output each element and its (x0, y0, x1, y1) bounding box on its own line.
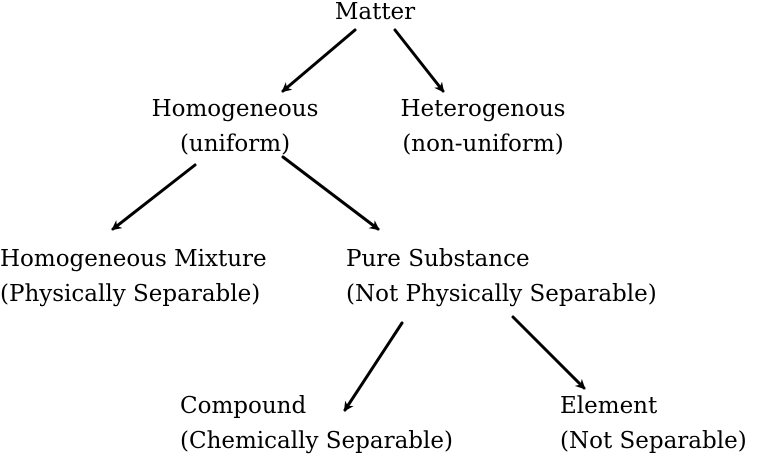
node-heterogeneous-title: Heterogenous (400, 96, 566, 122)
node-homogeneous-mixture-title: Homogeneous Mixture (0, 246, 267, 272)
node-pure-substance-title: Pure Substance (346, 246, 530, 272)
node-compound-title: Compound (180, 393, 307, 419)
arrow-pure-substance-to-compound (343, 321, 404, 412)
node-pure-substance: Pure Substance (Not Physically Separable… (346, 242, 706, 312)
node-element-subtitle: (Not Separable) (560, 428, 747, 454)
arrow-homogeneous-to-pure-substance (281, 155, 380, 231)
node-element-title: Element (560, 393, 658, 419)
node-heterogeneous-subtitle: (non-uniform) (402, 131, 564, 157)
node-pure-substance-subtitle: (Not Physically Separable) (346, 281, 657, 307)
node-homogeneous-subtitle: (uniform) (179, 131, 291, 157)
node-homogeneous-mixture: Homogeneous Mixture (Physically Separabl… (0, 242, 300, 312)
node-homogeneous-title: Homogeneous (151, 96, 319, 122)
arrow-homogeneous-to-homogeneous-mixture (111, 163, 197, 231)
node-element: Element (Not Separable) (560, 389, 760, 459)
node-heterogeneous: Heterogenous (non-uniform) (386, 92, 580, 162)
arrow-pure-substance-to-element (511, 315, 586, 390)
node-matter-title: Matter (334, 0, 416, 25)
node-compound: Compound (Chemically Separable) (180, 389, 500, 459)
arrow-matter-to-homogeneous (281, 28, 357, 93)
node-homogeneous: Homogeneous (uniform) (140, 92, 330, 162)
node-homogeneous-mixture-subtitle: (Physically Separable) (0, 281, 261, 307)
arrow-matter-to-heterogeneous (393, 28, 445, 93)
node-compound-subtitle: (Chemically Separable) (180, 428, 453, 454)
node-matter: Matter (320, 0, 430, 30)
